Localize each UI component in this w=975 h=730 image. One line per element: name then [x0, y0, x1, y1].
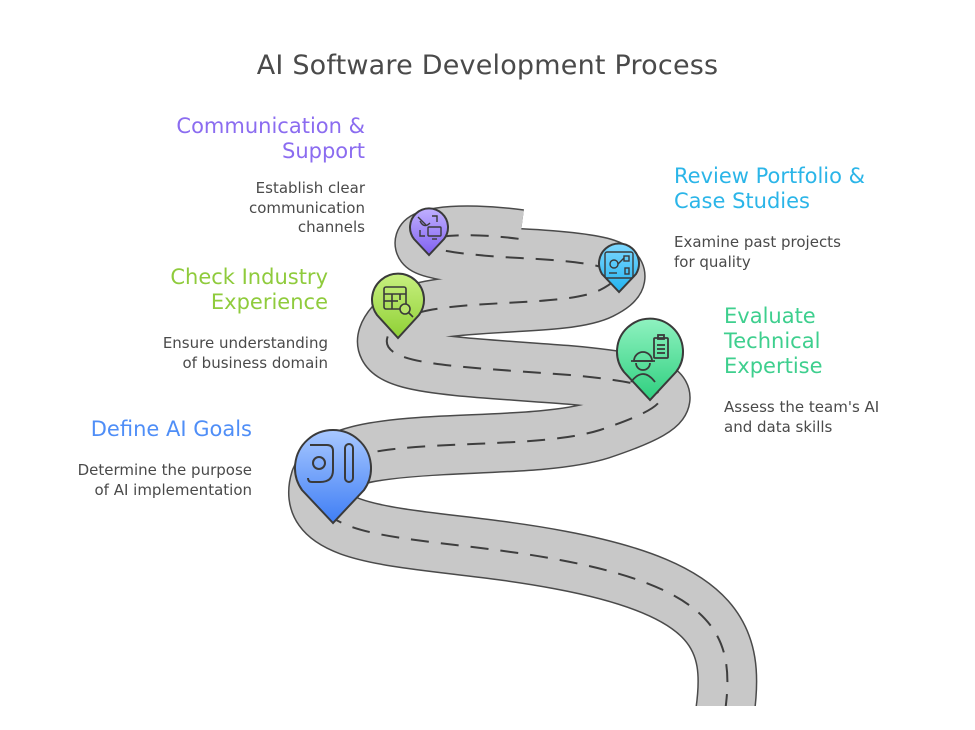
description-line: Assess the team's AI — [724, 398, 880, 416]
title-line: Expertise — [724, 354, 823, 378]
ai-logo-icon — [307, 443, 354, 483]
road — [288, 205, 800, 730]
pin-define-ai-goals[interactable] — [294, 429, 372, 525]
pin-communication-support[interactable] — [409, 207, 449, 257]
title-line: Define AI Goals — [90, 417, 252, 441]
step-communication-title: Communication & Support — [176, 114, 365, 164]
step-industry-description: Ensure understanding of business domain — [163, 334, 328, 373]
description-line: Determine the purpose — [77, 461, 252, 479]
table-search-icon — [383, 286, 414, 318]
title-line: Case Studies — [674, 189, 810, 213]
title-line: Support — [281, 139, 365, 163]
description-line: of business domain — [182, 353, 328, 372]
step-technical-description: Assess the team's AI and data skills — [724, 398, 879, 437]
engineer-clipboard-icon — [630, 334, 669, 383]
portfolio-board-icon — [604, 251, 634, 279]
description-line: Examine past projects — [674, 233, 841, 251]
description-line: and data skills — [724, 417, 833, 436]
title-line: Technical — [724, 329, 821, 353]
satellite-monitor-icon — [417, 215, 442, 240]
step-technical-title: Evaluate Technical Expertise — [724, 304, 823, 379]
title-line: Communication & — [176, 114, 365, 138]
step-portfolio-title: Review Portfolio & Case Studies — [674, 164, 865, 214]
description-line: communication — [248, 198, 365, 217]
pin-industry-experience[interactable] — [371, 272, 425, 340]
title-line: Check Industry — [170, 265, 328, 289]
description-line: of AI implementation — [94, 480, 252, 499]
description-line: Ensure understanding — [162, 334, 328, 352]
title-line: Evaluate — [724, 304, 816, 328]
step-portfolio-description: Examine past projects for quality — [674, 233, 841, 272]
pin-review-portfolio[interactable] — [598, 242, 640, 294]
title-line: Experience — [210, 290, 328, 314]
description-line: for quality — [674, 252, 751, 271]
title-line: Review Portfolio & — [674, 164, 866, 188]
description-line: Establish clear — [255, 179, 365, 197]
step-goals-description: Determine the purpose of AI implementati… — [78, 461, 252, 500]
step-communication-description: Establish clear communication channels — [249, 179, 365, 238]
step-goals-title: Define AI Goals — [91, 417, 252, 442]
description-line: channels — [297, 218, 365, 236]
diagram-title: AI Software Development Process — [256, 50, 719, 81]
pin-technical-expertise[interactable] — [616, 317, 684, 402]
step-industry-title: Check Industry Experience — [170, 265, 328, 315]
